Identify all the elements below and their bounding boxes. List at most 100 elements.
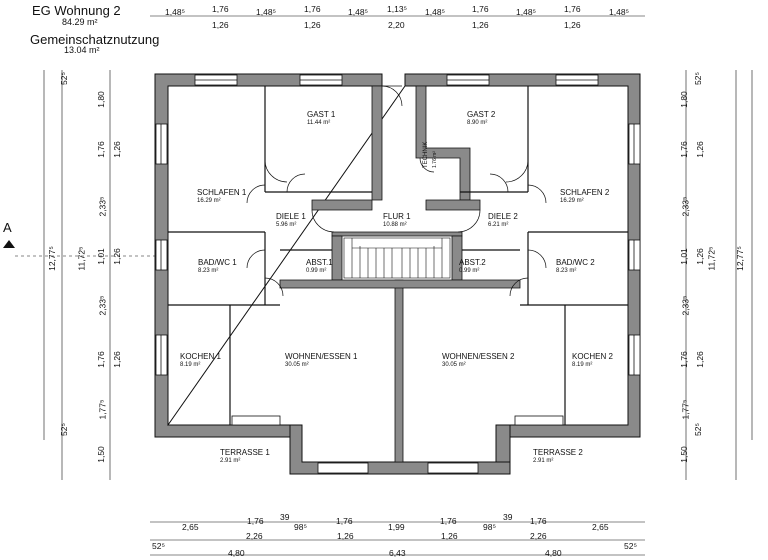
dim-bottom: 4,80	[545, 548, 562, 558]
dim-bottom: 98⁵	[483, 522, 496, 532]
dim-left: 2,33⁵	[97, 196, 108, 217]
dim-bottom: 1,76	[440, 516, 457, 526]
room-name: GAST 2	[467, 110, 496, 119]
room-name: TERRASSE 1	[220, 448, 270, 457]
dim-bottom: 1,76	[530, 516, 547, 526]
dim-top: 1,48⁵	[609, 7, 630, 17]
dim-left: 1,77⁵	[97, 399, 108, 420]
interior-outline	[167, 85, 629, 463]
dim-bottom: 39	[503, 512, 513, 522]
dim-bottom: 2,26	[530, 531, 547, 541]
dim-right: 1,26	[694, 141, 705, 158]
dim-bottom: 4,80	[228, 548, 245, 558]
dim-right: 1,76	[678, 351, 689, 368]
room-name: FLUR 1	[383, 212, 411, 221]
dim-left: 52⁵	[58, 423, 69, 436]
dim-top: 1,76	[564, 4, 581, 14]
common-area: 13.04 m²	[64, 45, 100, 55]
dim-top: 1,48⁵	[516, 7, 537, 17]
dim-top: 1,48⁵	[348, 7, 369, 17]
dimension-lines	[43, 15, 753, 556]
dim-top: 1,26	[304, 20, 321, 30]
dim-left: 1,26	[111, 351, 122, 368]
dim-left-total: 11,72⁵	[76, 246, 87, 271]
dim-bottom: 52⁵	[152, 541, 165, 551]
dim-top: 1,26	[472, 20, 489, 30]
room-name: TECHNIK	[423, 141, 429, 168]
dim-left: 1,26	[111, 248, 122, 265]
dim-right: 1,77⁵	[680, 399, 691, 420]
dim-top: 2,20	[388, 20, 405, 30]
room-name: TERRASSE 2	[533, 448, 583, 457]
dim-right: 2,33⁵	[680, 196, 691, 217]
dim-bottom: 98⁵	[294, 522, 307, 532]
staircase	[343, 237, 451, 279]
room-name: DIELE 1	[276, 212, 306, 221]
room-name: WOHNEN/ESSEN 2	[442, 352, 515, 361]
room-area: 2.91 m²	[220, 458, 241, 464]
dim-left: 1,76	[95, 351, 106, 368]
unit-area: 84.29 m²	[62, 17, 98, 27]
dim-right: 1,50	[678, 446, 689, 463]
dim-bottom: 2,26	[246, 531, 263, 541]
door-swings	[246, 85, 547, 297]
room-area: 30.05 m²	[442, 362, 466, 368]
room-area: 10.88 m²	[383, 222, 407, 228]
room-area: 0.99 m²	[306, 268, 327, 274]
interior-walls	[279, 85, 521, 463]
dim-left: 1,76	[95, 141, 106, 158]
dim-bottom: 1,99	[388, 522, 405, 532]
dim-bottom: 1,76	[336, 516, 353, 526]
section-label: A	[3, 220, 12, 235]
dim-bottom: 1,76	[247, 516, 264, 526]
room-area: 8.23 m²	[556, 268, 577, 274]
dim-left: 1,01	[95, 248, 106, 265]
dim-top: 1,26	[564, 20, 581, 30]
dim-bottom: 52⁵	[624, 541, 637, 551]
room-name: KOCHEN 2	[572, 352, 613, 361]
dim-top: 1,76	[472, 4, 489, 14]
dim-left: 1,80	[95, 91, 106, 108]
dim-top: 1,76	[212, 4, 229, 14]
room-name: GAST 1	[307, 110, 336, 119]
dim-bottom: 1,26	[441, 531, 458, 541]
dim-right: 52⁵	[692, 72, 703, 85]
room-name: DIELE 2	[488, 212, 518, 221]
room-name: SCHLAFEN 2	[560, 188, 610, 197]
dim-left: 52⁵	[58, 72, 69, 85]
windows	[155, 74, 641, 474]
room-name: SCHLAFEN 1	[197, 188, 247, 197]
dim-top: 1,48⁵	[165, 7, 186, 17]
room-area: 8.19 m²	[572, 362, 593, 368]
room-area: 0.99 m²	[459, 268, 480, 274]
dim-right: 1,26	[694, 248, 705, 265]
unit-title: EG Wohnung 2	[32, 3, 121, 18]
dim-bottom: 39	[280, 512, 290, 522]
room-area: 16.29 m²	[560, 198, 584, 204]
room-area: 2.91 m²	[533, 458, 554, 464]
dim-right: 2,33⁵	[680, 295, 691, 316]
dim-top: 1,13⁵	[387, 4, 408, 14]
dim-left-total: 12,77⁵	[46, 246, 57, 271]
room-area: 8.90 m²	[467, 120, 488, 126]
dim-bottom: 1,26	[337, 531, 354, 541]
dim-top: 1,48⁵	[425, 7, 446, 17]
room-name: ABST.1	[306, 258, 333, 267]
room-area: 6.21 m²	[488, 222, 509, 228]
dim-top: 1,76	[304, 4, 321, 14]
